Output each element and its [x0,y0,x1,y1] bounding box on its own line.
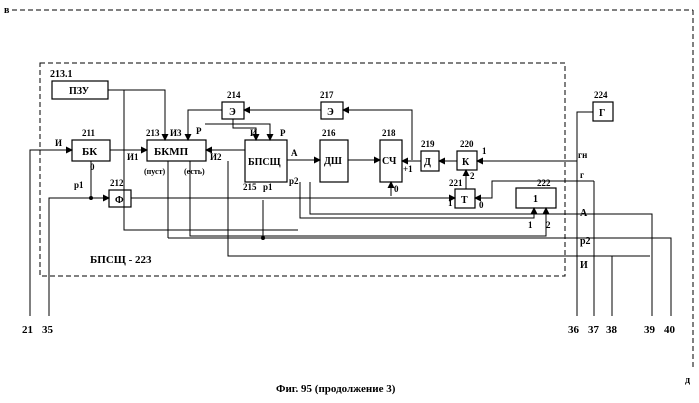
block-pzu: ПЗУ [52,81,108,99]
terminal-36: 36 [568,324,580,336]
group-name: БПСЩ - 223 [90,254,152,266]
svg-text:222: 222 [537,178,551,188]
svg-text:211: 211 [82,128,96,138]
terminal-37: 37 [588,324,600,336]
wire-e214-to-bkmp [188,110,222,140]
svg-text:Т: Т [461,195,468,206]
pin-label-p-bkmp: Р [196,126,202,136]
corner-label-bottom-right: д [685,375,690,386]
pin-label-plus1: +1 [403,164,413,174]
svg-text:218: 218 [382,128,396,138]
terminal-35: 35 [42,324,54,336]
pin-label-present: (есть) [184,167,205,176]
svg-text:215: 215 [243,182,257,192]
pin-label-t-zero: 0 [479,200,484,210]
block-211-bk: БК 211 [72,128,110,161]
svg-text:220: 220 [460,139,474,149]
svg-text:216: 216 [322,128,336,138]
pin-label-or-two: 2 [546,220,551,230]
pin-label-k-one: 1 [482,146,487,156]
bus-label-i: И [580,260,588,271]
svg-text:221: 221 [449,178,463,188]
wire-to-or-input-1 [300,182,534,218]
group-number: 213.1 [50,69,73,80]
block-222-or: 1 222 [516,178,556,208]
wire-p2-to-terminal-40 [168,238,671,316]
svg-text:219: 219 [421,139,435,149]
svg-text:ПЗУ: ПЗУ [69,86,90,97]
figure-caption: Фиг. 95 (продолжение 3) [276,383,396,395]
bus-label-g: г [580,170,584,180]
svg-text:Э: Э [229,107,236,118]
pin-label-empty: (пуст) [144,167,166,176]
terminal-39: 39 [644,324,656,336]
svg-text:БПСЩ: БПСЩ [248,157,281,168]
svg-text:ДШ: ДШ [324,156,342,167]
block-220-k: К 220 [457,139,477,170]
wire-bkmp-p-to-bpsch [205,124,270,140]
svg-text:224: 224 [594,90,608,100]
svg-text:217: 217 [320,90,334,100]
svg-text:БК: БК [82,146,97,158]
terminal-40: 40 [664,324,676,336]
wire-21-to-bk [30,150,72,316]
pin-label-or-one: 1 [528,220,533,230]
block-221-t: Т 221 [449,178,475,208]
corner-label-top-left: в [4,5,10,16]
pin-label-i3: И3 [170,128,182,138]
pin-label-p1: р1 [74,180,84,190]
svg-text:Г: Г [599,108,605,119]
svg-text:213: 213 [146,128,160,138]
pin-label-t-one: 1 [448,198,453,208]
block-224-g: Г 224 [593,90,613,121]
block-217-e: Э 217 [320,90,343,119]
junction-p1 [89,196,93,200]
block-214-e: Э 214 [222,90,244,119]
block-219-d: Д 219 [421,139,439,171]
pin-label-bpsch-p2: р2 [289,176,299,186]
pin-label-k-two: 2 [470,171,475,181]
block-212-f: Ф 212 [109,178,131,207]
pin-label-bpsch-p: Р [280,128,286,138]
terminal-38: 38 [606,324,618,336]
block-218-sch: СЧ 218 [380,128,402,182]
pin-label-bpsch-a: А [291,148,298,158]
bus-label-gn: гн [578,150,587,160]
block-216-dsh: ДШ 216 [320,128,348,182]
svg-text:К: К [462,157,470,168]
pin-label-sch-zero: 0 [394,184,399,194]
pin-label-i1: И1 [127,152,139,162]
group-frame-bpsch-223 [40,63,565,276]
pin-label-bk-i: И [55,138,62,148]
svg-text:212: 212 [110,178,124,188]
pin-label-i2: И2 [210,152,222,162]
pin-label-bpsch-p1: р1 [263,182,273,192]
svg-text:1: 1 [533,194,538,205]
svg-text:Ф: Ф [115,195,124,206]
svg-text:214: 214 [227,90,241,100]
svg-text:БКМП: БКМП [154,146,189,158]
svg-text:СЧ: СЧ [382,156,397,167]
svg-text:Д: Д [424,157,431,168]
svg-text:Э: Э [327,107,334,118]
terminal-21: 21 [22,324,33,336]
